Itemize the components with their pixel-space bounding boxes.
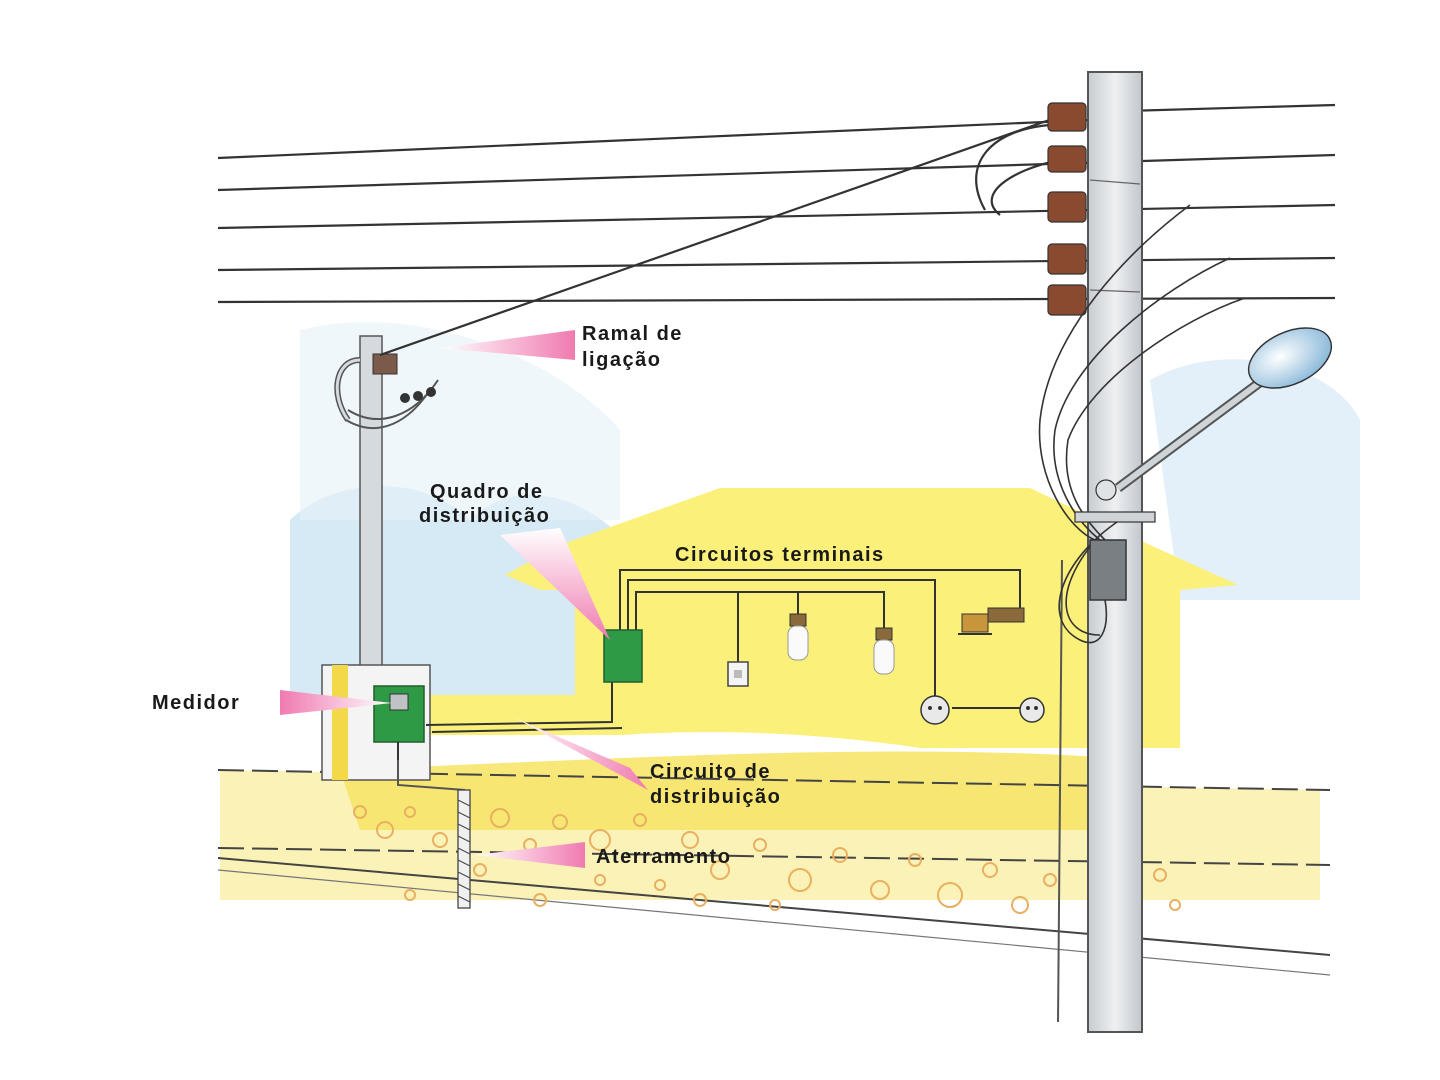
label-circuito-line1: Circuito de bbox=[650, 761, 771, 783]
label-quadro-line2: distribuição bbox=[419, 505, 550, 527]
pole-insulators bbox=[1048, 103, 1086, 315]
outlet-icon bbox=[921, 696, 949, 724]
lamp-icon bbox=[874, 628, 894, 674]
label-ramal-line2: ligação bbox=[582, 349, 661, 371]
pole-transformer-box bbox=[1090, 540, 1126, 600]
distribution-board bbox=[604, 630, 642, 682]
lamp-icon bbox=[788, 614, 808, 660]
label-aterramento: Aterramento bbox=[596, 846, 731, 868]
label-circuito-line2: distribuição bbox=[650, 786, 781, 808]
label-quadro-line1: Quadro de bbox=[430, 481, 544, 503]
outlet-icon bbox=[1020, 698, 1044, 722]
label-medidor: Medidor bbox=[152, 692, 240, 714]
label-ramal-line1: Ramal de bbox=[582, 323, 683, 345]
label-circuitos-terminais: Circuitos terminais bbox=[675, 544, 885, 566]
overhead-lines bbox=[218, 105, 1335, 355]
ground-area bbox=[218, 751, 1330, 975]
